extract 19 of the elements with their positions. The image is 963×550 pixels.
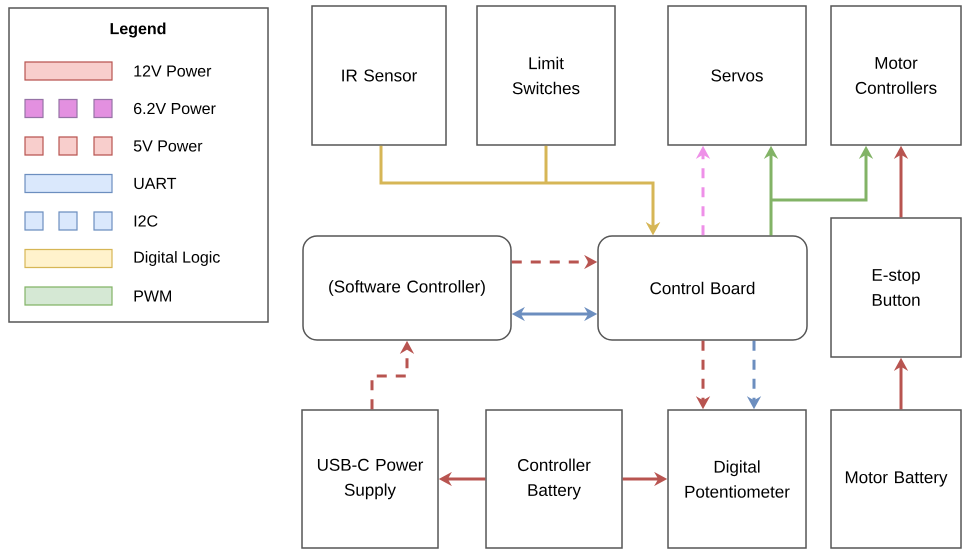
legend-title: Legend (110, 22, 166, 38)
legend-label: I2C (134, 215, 158, 227)
component-box: (Software Controller) (302, 235, 512, 341)
component-box: USB-C Power Supply (301, 409, 439, 549)
component-box: Controller Battery (485, 409, 623, 549)
component-box: IR Sensor (311, 5, 447, 146)
legend-label: 6.2V Power (134, 102, 216, 114)
legend-label: 5V Power (134, 140, 202, 152)
legend-label: PWM (134, 290, 171, 302)
legend-label: UART (134, 178, 176, 190)
component-box: Limit Switches (476, 5, 616, 146)
legend-label: Digital Logic (134, 251, 220, 266)
component-box: Control Board (597, 235, 808, 341)
legend-label: 12V Power (134, 65, 212, 77)
component-box: E-stop Button (830, 217, 962, 358)
component-box: Motor Battery (830, 409, 962, 549)
component-box: Servos (667, 5, 807, 146)
component-box: Motor Controllers (830, 5, 962, 146)
component-box: Digital Potentiometer (667, 409, 807, 549)
